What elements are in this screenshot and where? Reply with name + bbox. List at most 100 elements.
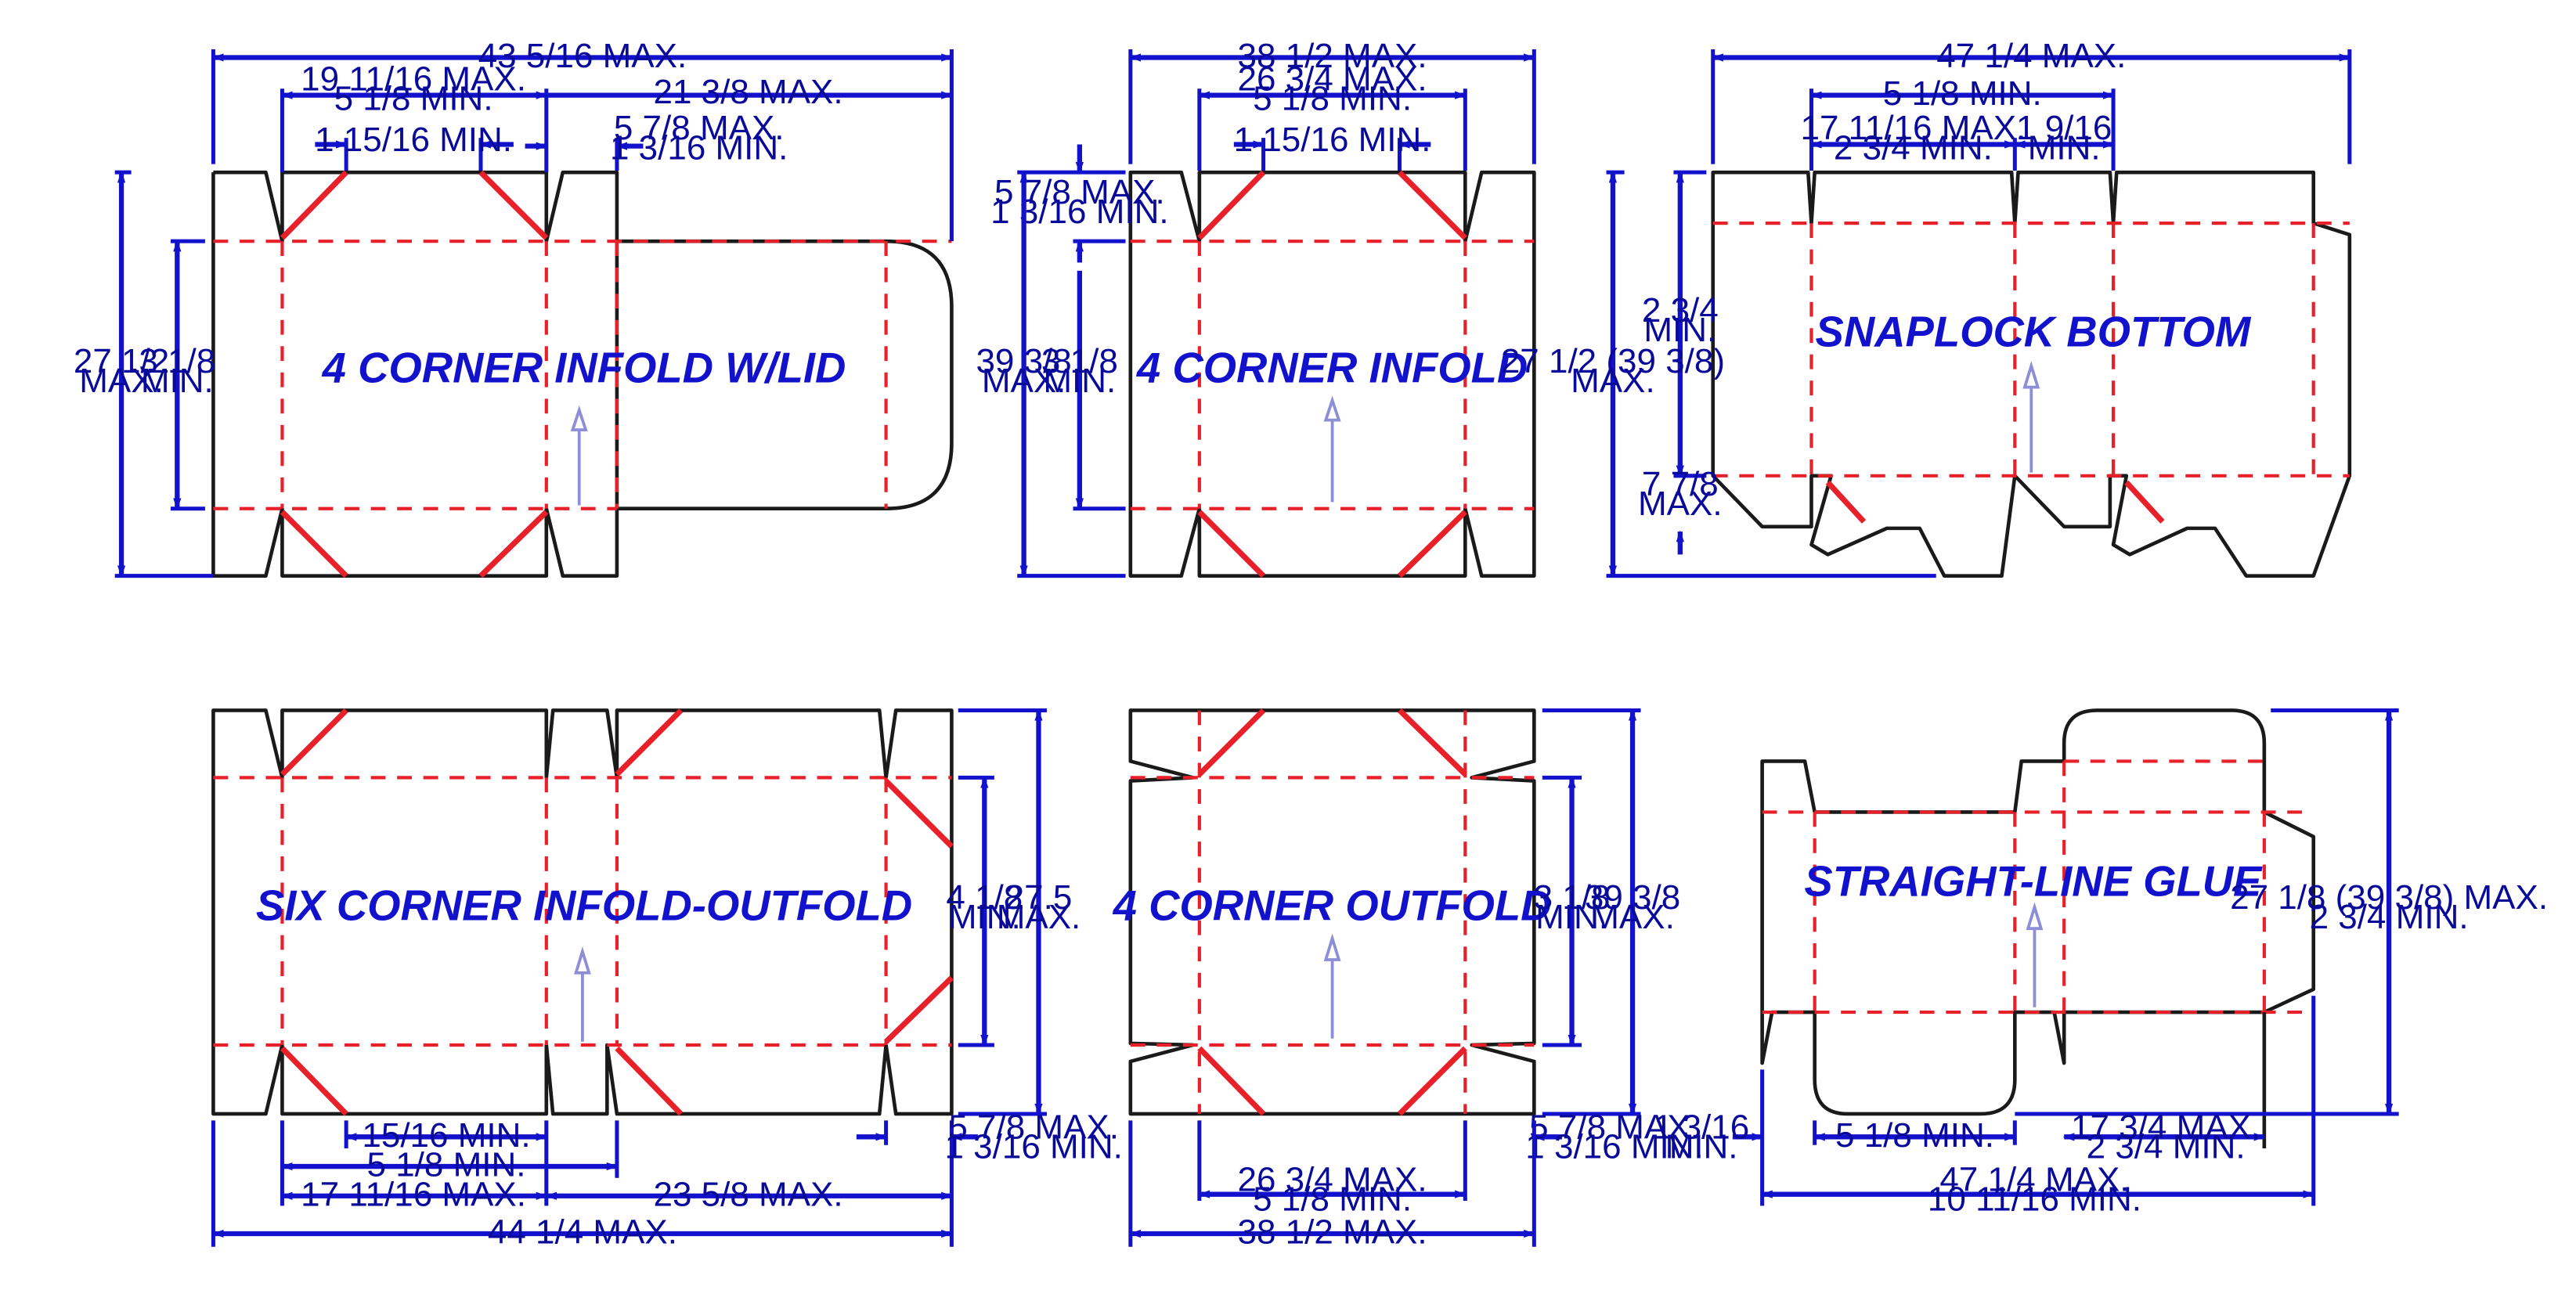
dimension-label: 2 3/4 MIN.: [1834, 128, 1993, 167]
dimension-label: 39 3/8: [976, 342, 1071, 380]
dimension-label: MIN.: [1665, 1128, 1738, 1166]
panel-title: STRAIGHT-LINE GLUE: [1804, 857, 2263, 905]
dimension-label: MIN.: [1043, 362, 1116, 400]
dimension-label: 47 1/4 MAX.: [1939, 1160, 2129, 1198]
dimension-label: 19 11/16 MAX.: [301, 59, 526, 98]
extension-lines: [958, 708, 1047, 1116]
dimension-label: MAX.: [1638, 485, 1723, 523]
extension-lines: [1542, 775, 1582, 1047]
dimension-label: 1 3/16 MIN.: [1525, 1128, 1703, 1166]
extension-lines: [344, 138, 483, 171]
panel-six-corner-infold-outfold: SIX CORNER INFOLD-OUTFOLD 4 1/8 MIN. 27.…: [211, 708, 1123, 1252]
six-corner-cut-outline: [211, 708, 954, 1116]
dimension-label: 1 3/16 MIN.: [944, 1128, 1122, 1166]
dimension-label: 1 3/16: [1654, 1108, 1749, 1146]
grain-direction-arrow-icon: [570, 405, 588, 506]
extension-lines: [1673, 170, 1707, 478]
dimension-label: 27 1/2 (39 3/8): [1501, 342, 1725, 380]
dimension-label: 5 1/8 MIN.: [1253, 80, 1412, 118]
dimension-label: 2 3/4: [1642, 291, 1719, 330]
corner-crease-lines: [280, 708, 954, 1116]
lid-cut-outline: [213, 170, 954, 511]
panel-title: 4 CORNER OUTFOLD: [1113, 882, 1552, 930]
dimension-label: 5 1/8 MIN.: [1253, 1180, 1412, 1219]
panel-4-corner-outfold: 4 CORNER OUTFOLD 3 1/8 MIN. 39 3/8 MAX. …: [1113, 708, 1704, 1252]
dimension-label: 2 3/4 MIN.: [2087, 1128, 2246, 1166]
dimension-label: 1 3/16 MIN.: [990, 193, 1168, 231]
extension-lines: [1542, 708, 1641, 1116]
dimension-label: 47 1/4 MAX.: [1936, 37, 2126, 75]
dimension-label: 5 7/8 MAX.: [1529, 1108, 1700, 1146]
fold-lines: [213, 776, 952, 1047]
grain-direction-arrow-icon: [2022, 361, 2040, 473]
panel-title: 4 CORNER INFOLD W/LID: [322, 344, 846, 391]
dimension-label: 39 3/8: [1585, 878, 1680, 917]
extension-lines: [1073, 239, 1126, 511]
dimension-label: MIN.: [2028, 128, 2101, 167]
panel-title: SIX CORNER INFOLD-OUTFOLD: [256, 882, 912, 930]
straight-line-glue-cut-outline: [1760, 708, 2316, 1116]
snaplock-cut-outline: [1711, 170, 2352, 578]
dimension-label: 38 1/2 MAX.: [1238, 37, 1427, 75]
dimension-label: 3 1/8: [139, 342, 215, 380]
dimension-label: MIN.: [1643, 311, 1716, 349]
panel-title: SNAPLOCK BOTTOM: [1815, 308, 2251, 355]
dimension-label: 5 1/8 MIN.: [367, 1146, 526, 1184]
extension-lines: [1128, 49, 1536, 164]
extension-lines: [1261, 138, 1402, 171]
corner-crease-lines: [1825, 480, 2165, 524]
dimension-label: 44 1/4 MAX.: [488, 1213, 677, 1252]
dimension-label: 26 3/4 MAX.: [1238, 59, 1427, 98]
dimension-label: 27.5: [1005, 878, 1073, 917]
dimension-label: 5 1/8 MIN.: [334, 80, 493, 118]
grain-direction-arrow-icon: [573, 946, 591, 1042]
grain-direction-arrow-icon: [1323, 395, 1341, 503]
panel-title: 4 CORNER INFOLD: [1136, 344, 1528, 391]
dimension-label: 23 5/8 MAX.: [653, 1175, 842, 1213]
dimension-label: 27 1/8 (39 3/8) MAX.: [2230, 878, 2548, 917]
fold-lines: [1762, 759, 2314, 1014]
extension-lines: [1711, 49, 2352, 164]
dimension-label: MAX.: [1571, 362, 1655, 400]
grain-direction-arrow-icon: [1323, 933, 1341, 1039]
dimension-label: MAX.: [1590, 898, 1675, 936]
extension-lines: [2015, 708, 2399, 1116]
dimension-label: 38 1/2 MAX.: [1238, 1213, 1427, 1252]
panel-snaplock-bottom: SNAPLOCK BOTTOM 47 1/4 MAX. 5 1/8 MIN. 1…: [1501, 37, 2352, 578]
panel-4-corner-infold: 4 CORNER INFOLD 38 1/2 MAX. 26 3/4 MAX. …: [976, 37, 1536, 578]
extension-lines: [1197, 88, 1467, 171]
extension-lines: [958, 775, 994, 1047]
dimension-label: MAX.: [982, 362, 1066, 400]
dimension-label: 17 11/16 MAX.: [301, 1175, 526, 1213]
dimension-label: 27 1/2: [74, 342, 169, 380]
grain-direction-arrow-icon: [2026, 902, 2044, 1007]
corner-crease-lines: [280, 170, 549, 578]
panel-straight-line-glue: STRAIGHT-LINE GLUE 27 1/8 (39 3/8) MAX. …: [1654, 708, 2548, 1219]
dimension-label: 3 1/8: [1041, 342, 1118, 380]
dimension-label: 3 1/8: [1534, 878, 1611, 917]
infold-cut-outline: [1128, 170, 1536, 578]
dimension-label: 21 3/8 MAX.: [653, 73, 842, 111]
extension-lines: [211, 49, 954, 242]
extension-lines: [1760, 996, 2316, 1206]
dimension-label: 5 7/8 MAX.: [948, 1108, 1119, 1146]
extension-lines: [280, 88, 549, 173]
extension-lines: [170, 239, 205, 511]
extension-lines: [1606, 170, 1936, 578]
dimension-label: 5 1/8 MIN.: [1835, 1116, 1994, 1155]
extension-lines: [1128, 1120, 1536, 1247]
corner-crease-lines: [1197, 170, 1467, 578]
panel-4-corner-infold-with-lid: 4 CORNER INFOLD W/LID 43 5/16 MAX. 19 11…: [74, 37, 954, 578]
dimension-label: MIN.: [141, 362, 214, 400]
dimension-label: MAX.: [997, 898, 1081, 936]
dimension-label: MIN.: [948, 898, 1021, 936]
dimension-label: MIN.: [1535, 898, 1608, 936]
dimension-label: 17 3/4 MAX.: [2071, 1108, 2260, 1146]
dimension-label: 2 3/4 MIN.: [2310, 898, 2469, 936]
dimension-label: 4 1/8: [946, 878, 1023, 917]
dimension-label: 1 3/16 MIN.: [610, 128, 788, 167]
dimension-label: 10 11/16 MIN.: [1928, 1180, 2141, 1219]
outfold-cut-outline: [1128, 708, 1536, 1116]
